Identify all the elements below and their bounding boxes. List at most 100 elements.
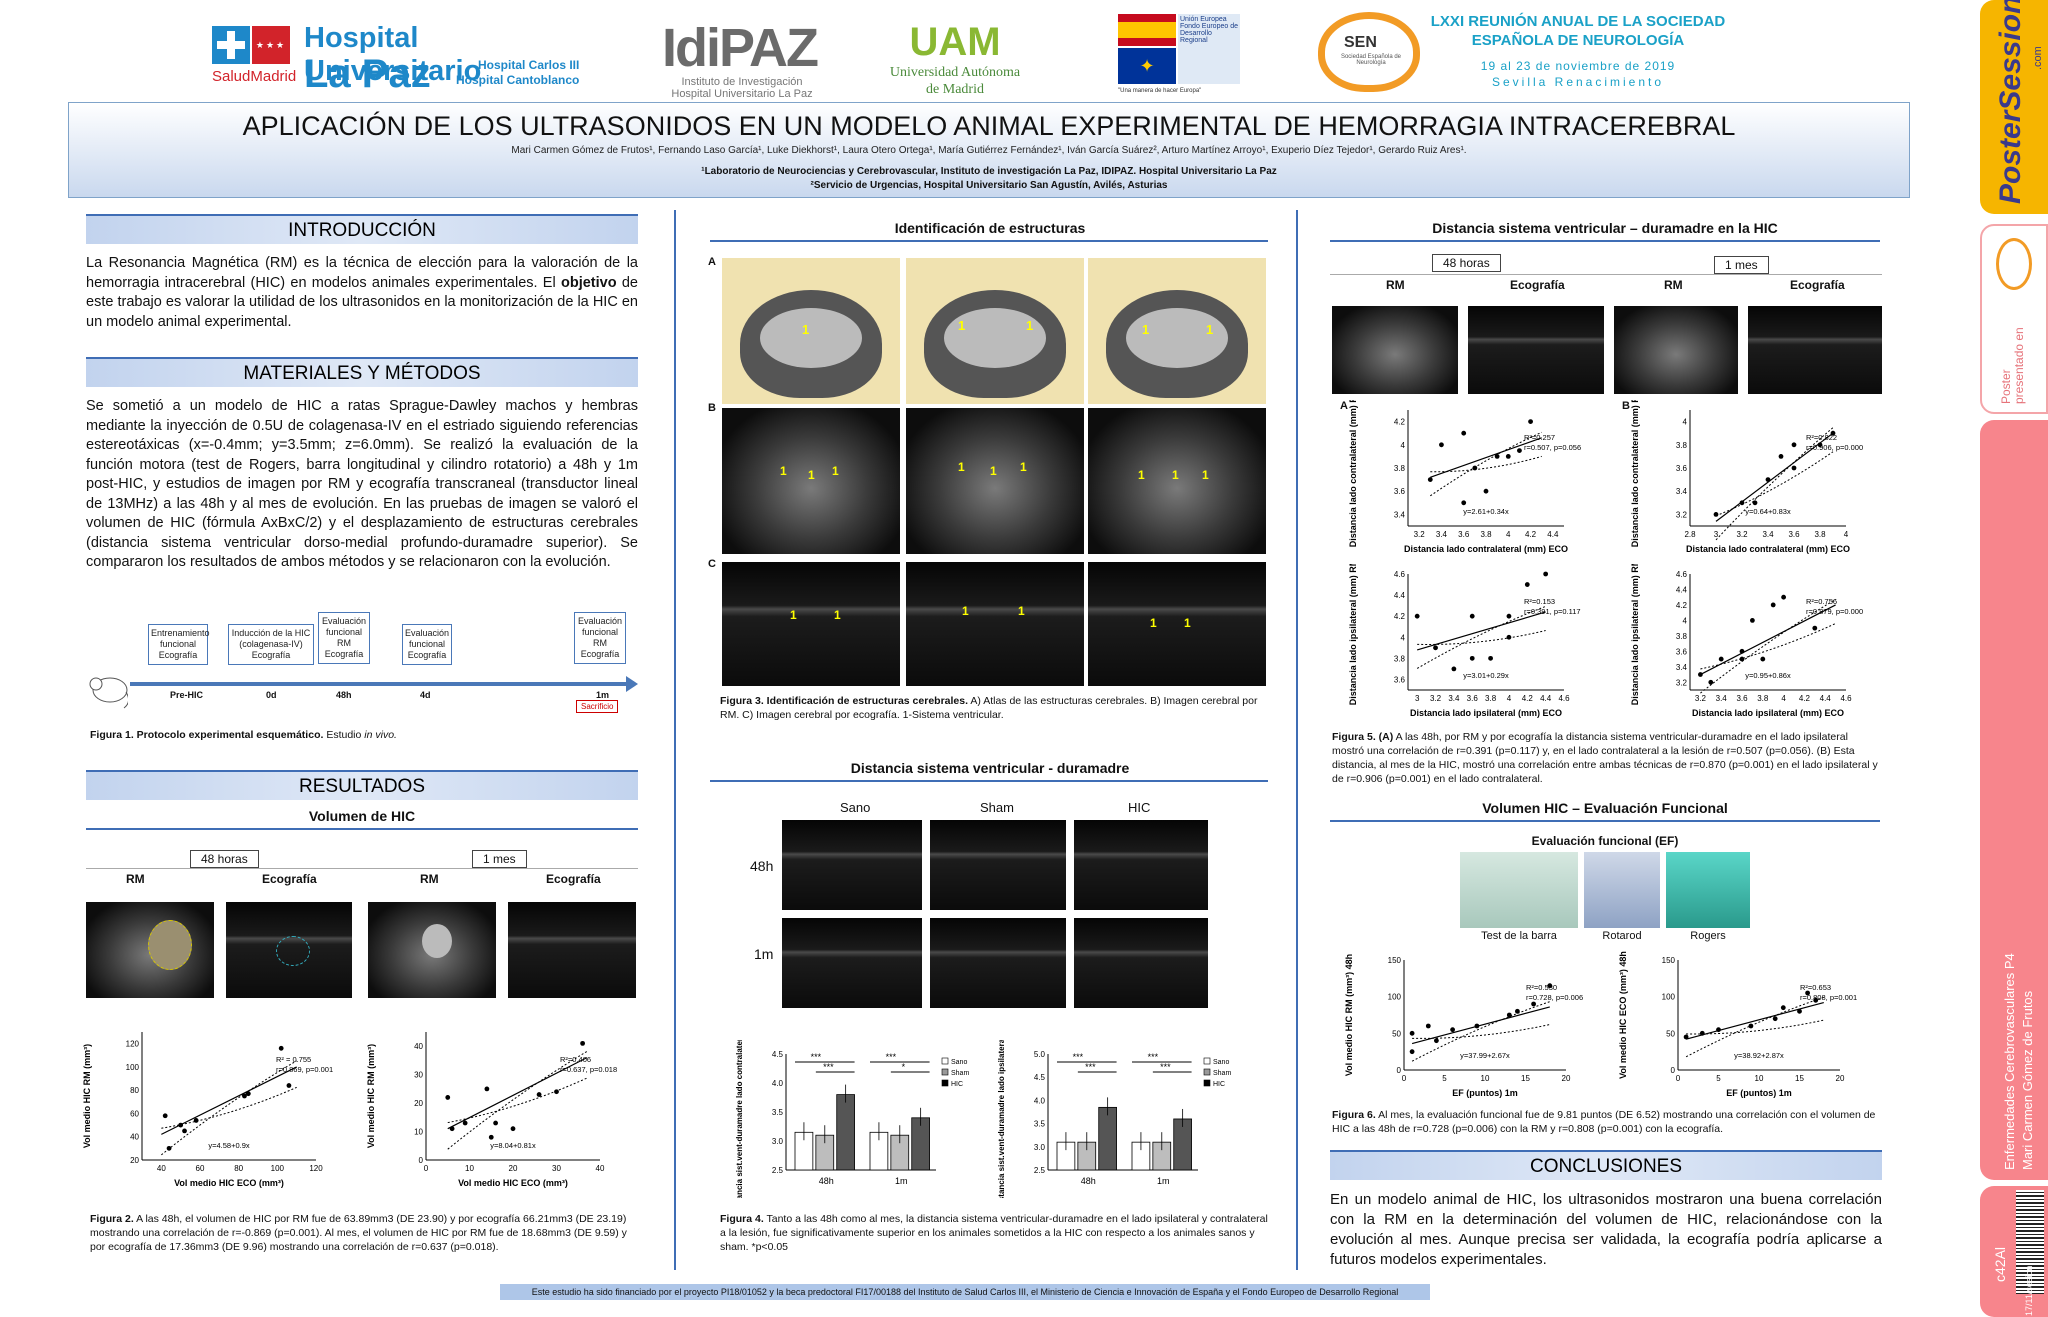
y-axis-label: Vol medio HIC ECO (mm³) 48h <box>1618 951 1628 1079</box>
x-tick-label: 4 <box>1844 530 1849 539</box>
legend-label: HIC <box>951 1081 963 1088</box>
conclusions-text: En un modelo animal de HIC, los ultrason… <box>1330 1191 1882 1268</box>
congress-dates: 19 al 23 de noviembre de 2019 Sevilla Re… <box>1480 59 1676 89</box>
affiliations: ¹Laboratorio de Neurociencias y Cerebrov… <box>701 166 1277 191</box>
sen-logo: SEN Sociedad Española de Neurología LXXI… <box>1318 10 1738 100</box>
methods-heading: MATERIALES Y MÉTODOS <box>86 357 638 387</box>
equation-annotation: y=37.99+2.67x <box>1460 1051 1510 1060</box>
y-tick-label: 4.4 <box>1394 591 1406 600</box>
regression-line <box>447 1057 588 1130</box>
r-annotation: r=0.869, p=0.001 <box>276 1065 333 1074</box>
y-tick-label: 4.2 <box>1676 601 1688 610</box>
identification-heading: Identificación de estructuras <box>894 220 1086 236</box>
x-tick-label: 4.4 <box>1547 530 1559 539</box>
methods-section: MATERIALES Y MÉTODOS Se sometió a un mod… <box>86 357 638 573</box>
data-point <box>1461 430 1467 436</box>
confidence-band-lower <box>161 1086 297 1129</box>
conclusions-heading: CONCLUSIONES <box>1330 1150 1882 1180</box>
eu-flag-icon: ✦ <box>1118 48 1176 84</box>
intro-text: La Resonancia Magnética (RM) es la técni… <box>86 255 638 330</box>
x-tick-label: 4.4 <box>1820 694 1832 703</box>
cross-icon <box>212 26 250 64</box>
y-tick-label: 3.2 <box>1676 510 1688 519</box>
x-tick-label: 3.4 <box>1436 530 1448 539</box>
y-tick-label: 100 <box>1662 993 1676 1002</box>
regression-line <box>1715 432 1834 522</box>
x-tick-label: 4 <box>1781 694 1786 703</box>
confidence-band-lower <box>447 1077 588 1124</box>
y-tick-label: 3.8 <box>1394 654 1406 663</box>
x-tick-label: 4 <box>1506 530 1511 539</box>
confidence-band-upper <box>1700 598 1836 694</box>
vol-func-heading: Volumen HIC – Evaluación Funcional <box>1482 800 1728 816</box>
data-point <box>1427 477 1433 482</box>
legend-label: Sham <box>1213 1070 1231 1077</box>
regression-line <box>161 1066 297 1135</box>
y-tick-label: 5.0 <box>1034 1050 1046 1059</box>
y-tick-label: 150 <box>1388 956 1402 965</box>
ef-heading: Evaluación funcional (EF) <box>1531 834 1679 848</box>
eu-funding-logo: ✦ Unión Europea Fondo Europeo de Desarro… <box>1118 14 1240 94</box>
x-tick-label: 100 <box>271 1164 285 1173</box>
data-point <box>445 1095 451 1100</box>
y-tick-label: 4.5 <box>1034 1073 1046 1082</box>
y-axis-label: Distancia lado contralateral (mm) RM <box>1348 400 1358 547</box>
data-point <box>1531 1001 1536 1007</box>
data-point <box>1780 1005 1786 1011</box>
y-tick-label: 3.4 <box>1676 663 1688 672</box>
x-tick-label: 4.6 <box>1558 694 1570 703</box>
y-tick-label: 150 <box>1662 956 1676 965</box>
y-axis-label: Vol medio HIC RM (mm³) <box>82 1044 92 1148</box>
equation-annotation: y=3.01+0.29x <box>1463 671 1509 680</box>
data-point <box>1791 465 1797 471</box>
y-tick-label: 60 <box>130 1109 139 1118</box>
timeline-box: Evaluación funcional RM Ecografía <box>574 612 626 664</box>
row-label-1m: 1m <box>754 946 774 962</box>
data-point <box>1469 655 1475 661</box>
r-annotation: r=0.728, p=0.006 <box>1526 993 1583 1002</box>
confidence-band-lower <box>1430 455 1542 473</box>
x-tick-label: 10 <box>1481 1074 1490 1083</box>
y-tick-label: 4.6 <box>1394 570 1406 579</box>
r2-annotation: R²=0.153 <box>1524 597 1555 606</box>
x-axis-label: EF (puntos) 1m <box>1452 1088 1518 1098</box>
data-point <box>1713 512 1719 517</box>
data-point <box>1813 997 1819 1003</box>
hic-image-headers: 48 horas 1 mes RM Ecografía RM Ecografía <box>1330 252 1882 298</box>
panel-label-a: A <box>708 256 716 268</box>
figure5-caption: Figura 5. (A) A las 48h, por RM y por ec… <box>1332 731 1878 785</box>
y-tick-label: 3.4 <box>1394 510 1406 519</box>
bar-hic <box>836 1094 855 1171</box>
data-point <box>1506 613 1512 619</box>
data-point <box>1791 442 1797 448</box>
x-tick-label: 40 <box>157 1164 166 1173</box>
regression-line <box>1430 437 1542 478</box>
x-tick-label: 10 <box>1755 1074 1764 1083</box>
y-tick-label: 3.4 <box>1676 487 1688 496</box>
title-banner: APLICACIÓN DE LOS ULTRASONIDOS EN UN MOD… <box>68 102 1910 198</box>
y-tick-label: 4.0 <box>1034 1096 1046 1105</box>
data-point <box>1750 618 1755 623</box>
timeline-box: Evaluación funcional Ecografía <box>402 624 452 665</box>
x-tick-label: 0 <box>1676 1074 1681 1083</box>
data-point <box>1752 500 1758 506</box>
distance-heading: Distancia sistema ventricular - duramadr… <box>850 760 1130 776</box>
data-point <box>1494 454 1500 459</box>
poster-session-tab[interactable]: PosterSessionOnline .com <box>1980 0 2048 214</box>
r-annotation: r=0.808, p=0.001 <box>1800 993 1857 1002</box>
tick-label: Pre-HIC <box>170 690 204 700</box>
rat-icon <box>89 677 128 709</box>
data-point <box>1414 613 1420 619</box>
figure6-caption: Figura 6. Al mes, la evaluación funciona… <box>1332 1109 1876 1135</box>
data-point <box>1472 465 1478 471</box>
data-point <box>1699 1030 1705 1036</box>
atlas-image: 1 1 <box>1088 258 1266 404</box>
presented-tab: Poster presentado en <box>1980 224 2048 414</box>
confidence-band-lower <box>1417 630 1546 645</box>
panel-label-b: B <box>1622 400 1630 412</box>
data-point <box>242 1093 247 1099</box>
madrid-flag-icon: ★★★ <box>252 26 290 64</box>
data-point <box>462 1120 468 1126</box>
